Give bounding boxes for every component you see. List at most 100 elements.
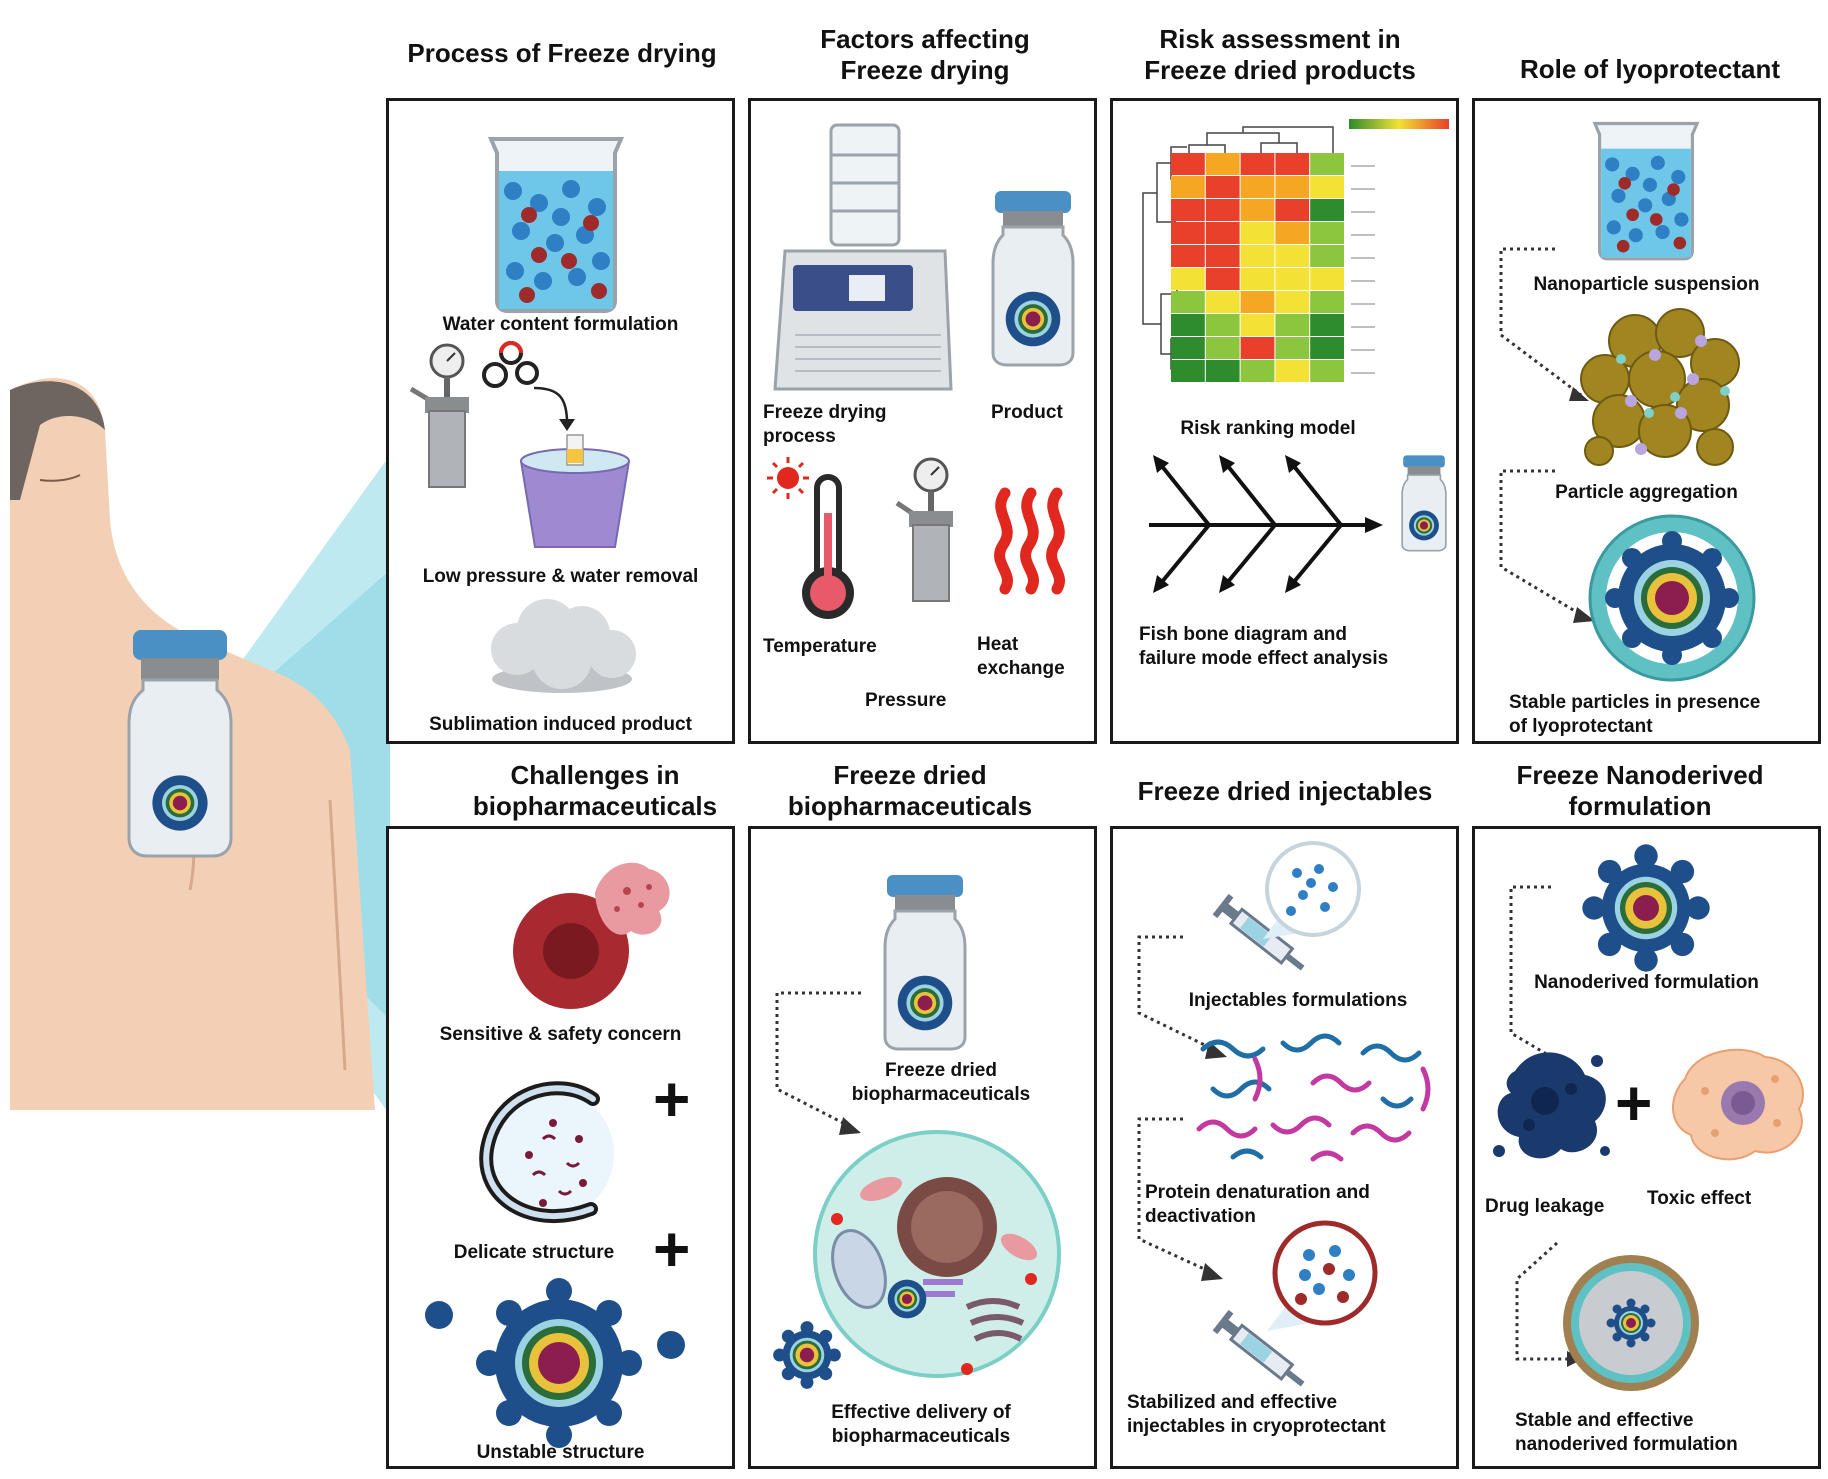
heatmap-cell (1171, 245, 1205, 267)
heatmap-cell (1240, 314, 1275, 336)
plus-symbol: + (1615, 1067, 1653, 1139)
title-risk: Risk assessment in Freeze dried products (1144, 24, 1416, 85)
magnified-particles-icon (1253, 839, 1363, 949)
heatmap-cell (1310, 245, 1344, 267)
sun-icon (765, 455, 811, 501)
caption-sublimation: Sublimation induced product (429, 714, 692, 735)
syringe-icon (1209, 1309, 1319, 1399)
caption-stable: Stable particles in presence of lyoprote… (1509, 692, 1761, 737)
heatmap-cell (1240, 360, 1275, 382)
panel-risk: Risk ranking model (1110, 98, 1459, 744)
stable-nanoparticle-icon (1561, 1253, 1701, 1393)
title-factors: Factors affecting Freeze drying (820, 24, 1030, 85)
dotted-arrow-icon (1133, 1115, 1233, 1285)
heatmap-cell (1171, 360, 1205, 382)
dotted-arrow-icon (1495, 245, 1595, 405)
nanoparticle-icon (771, 1319, 843, 1391)
heatmap-cell (1310, 176, 1344, 198)
caption-nps: Nanoparticle suspension (1533, 274, 1760, 295)
panel-injectables: Injectables formulations Protein denatur… (1110, 826, 1459, 1469)
drug-leakage-icon (1485, 1041, 1615, 1171)
caption-fishbone: Fish bone diagram and failure mode effec… (1139, 624, 1389, 669)
title-injectables: Freeze dried injectables (1137, 776, 1433, 806)
heatmap-cell (1275, 314, 1310, 336)
thermometer-icon (793, 473, 863, 623)
beaker-icon (481, 131, 631, 313)
caption-effective: Effective delivery of biopharmaceuticals (831, 1402, 1011, 1447)
caption-water: Water content formulation (442, 314, 679, 335)
heatmap-cell (1171, 176, 1205, 198)
heatmap-cell (1205, 268, 1240, 290)
title-fdbio: Freeze dried biopharmaceuticals (787, 760, 1033, 821)
heatmap-cell (1240, 291, 1275, 313)
sample-rings-icon (481, 341, 541, 391)
panel-nano: Nanoderived formulation + Drug leakage T… (1472, 826, 1821, 1469)
heatmap-cell (1205, 153, 1240, 175)
caption-unstable: Unstable structure (476, 1442, 645, 1463)
heatmap-cell (1205, 176, 1240, 198)
caption-protein: Protein denaturation and deactivation (1145, 1182, 1370, 1227)
caption-riskrank: Risk ranking model (1180, 418, 1356, 439)
heatmap-cell (1275, 360, 1310, 382)
title-process: Process of Freeze drying (407, 38, 717, 68)
heatmap-cell (1275, 268, 1310, 290)
caption-stabinj: Stabilized and effective injectables in … (1127, 1392, 1386, 1437)
title-nano: Freeze Nanoderived formulation (1516, 760, 1764, 821)
heatmap-cell (1275, 176, 1310, 198)
aggregation-cluster (1575, 301, 1745, 471)
dotted-arrow-icon (771, 989, 871, 1139)
syringe-icon (1209, 893, 1319, 983)
title-role: Role of lyoprotectant (1519, 54, 1780, 84)
caption-aggregation: Particle aggregation (1555, 482, 1738, 503)
caption-fdprocess: Freeze drying process (763, 402, 887, 447)
heatmap-cell (1275, 245, 1310, 267)
panel-factors: Freeze drying process Product Temperatur… (748, 98, 1097, 744)
cell-icon (807, 1129, 1067, 1379)
heatmap-cell (1171, 153, 1205, 175)
heatmap-cell (1171, 314, 1205, 336)
plus-symbol: + (653, 1063, 691, 1135)
heatmap-cell (1310, 314, 1344, 336)
heatmap-cell (1171, 199, 1205, 221)
bucket-icon (517, 431, 633, 551)
caption-heat: Heat exchange (977, 634, 1065, 679)
heatmap-cell (1205, 314, 1240, 336)
heatmap-color-key (1349, 107, 1449, 131)
heatmap-cell (1275, 199, 1310, 221)
heatmap-cell (1275, 337, 1310, 359)
risk-heatmap (1171, 153, 1344, 382)
toxic-cell-icon (1665, 1039, 1815, 1169)
heatmap-cell (1171, 222, 1205, 244)
vial-icon (125, 628, 235, 858)
caption-product: Product (991, 402, 1063, 423)
heat-wave-icon (987, 485, 1077, 595)
heatmap-cell (1240, 222, 1275, 244)
heatmap-cell (1275, 153, 1310, 175)
caption-temperature: Temperature (763, 636, 877, 657)
heatmap-cell (1240, 153, 1275, 175)
fishbone-diagram (1139, 449, 1389, 599)
heatmap-cell (1275, 291, 1310, 313)
caption-fdb: Freeze dried biopharmaceuticals (851, 1060, 1031, 1105)
vial-icon (991, 189, 1075, 367)
plus-symbol: + (653, 1213, 691, 1285)
caption-stablenano: Stable and effective nanoderived formula… (1515, 1410, 1738, 1455)
arrow-down-icon (529, 383, 579, 433)
heatmap-cell (1205, 199, 1240, 221)
caption-injf: Injectables formulations (1188, 990, 1408, 1011)
caption-sensitive: Sensitive & safety concern (439, 1024, 682, 1045)
dotted-arrow-icon (1495, 467, 1605, 627)
heatmap-cell (1205, 337, 1240, 359)
caption-toxic: Toxic effect (1647, 1188, 1752, 1209)
heatmap-cell (1275, 222, 1310, 244)
heatmap-cell (1310, 222, 1344, 244)
panel-role: Nanoparticle suspension Particle aggrega… (1472, 98, 1821, 744)
unstable-nanoparticle-icon (409, 1275, 709, 1448)
pressure-gauge-icon (407, 341, 477, 491)
protein-strand-icon (1193, 1029, 1443, 1169)
heatmap-cell (1310, 153, 1344, 175)
heatmap-row-labels (1349, 155, 1389, 385)
heatmap-cell (1205, 222, 1240, 244)
heatmap-cell (1310, 268, 1344, 290)
